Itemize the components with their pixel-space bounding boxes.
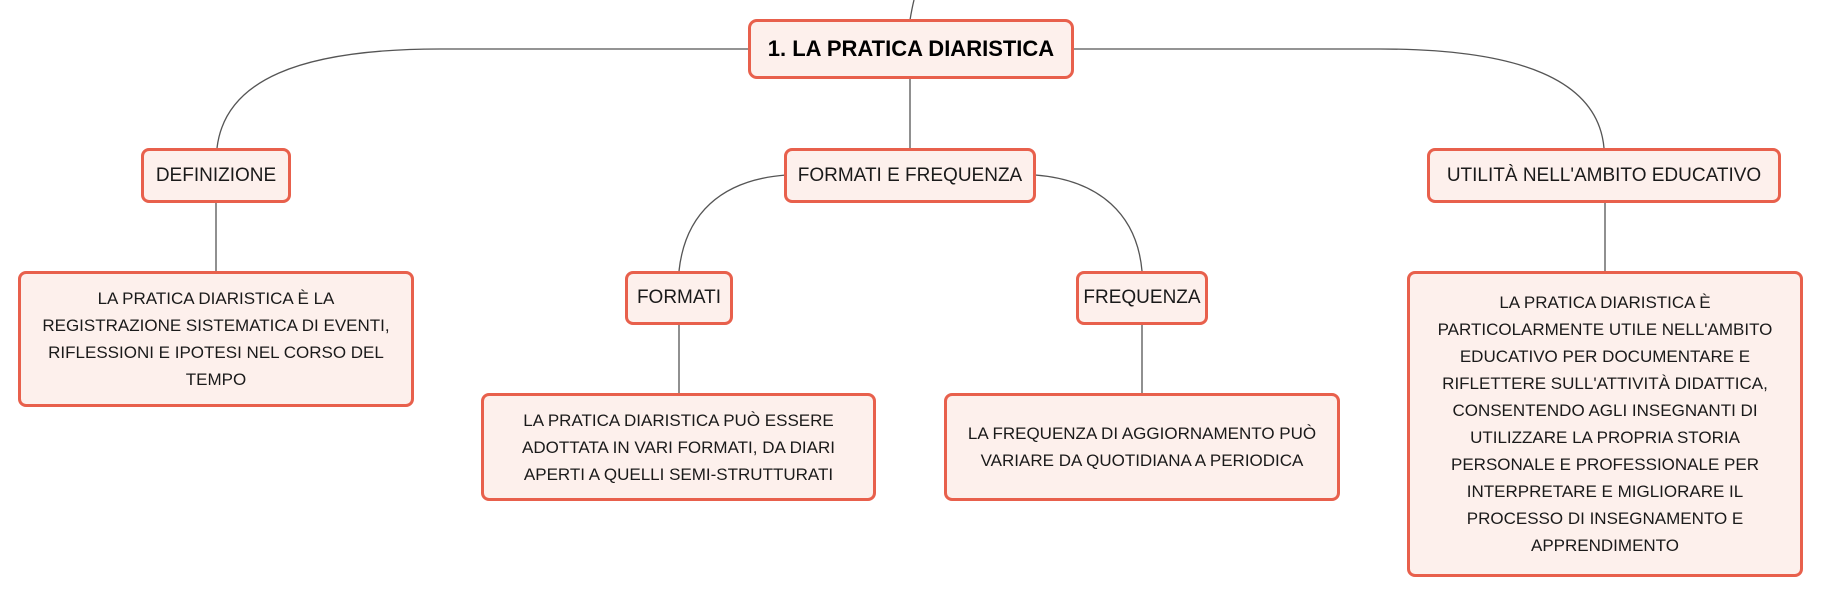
leaf-formati[interactable]: LA PRATICA DIARISTICA PUÒ ESSERE ADOTTAT…: [481, 393, 876, 501]
topic-frequenza[interactable]: FREQUENZA: [1076, 271, 1208, 325]
connector-root-parent: [909, 0, 915, 21]
topic-utilita-ambito-educativo[interactable]: UTILITÀ NELL'AMBITO EDUCATIVO: [1427, 148, 1781, 203]
connector-root-definizione: [216, 48, 750, 149]
topic-formati[interactable]: FORMATI: [625, 271, 733, 325]
topic-formati-e-frequenza[interactable]: FORMATI E FREQUENZA: [784, 148, 1036, 203]
connector-ff-frequenza: [1034, 174, 1143, 272]
root-topic[interactable]: 1. LA PRATICA DIARISTICA: [748, 19, 1074, 79]
connector-ff-formati: [678, 174, 787, 272]
leaf-definizione[interactable]: LA PRATICA DIARISTICA È LA REGISTRAZIONE…: [18, 271, 414, 407]
leaf-frequenza[interactable]: LA FREQUENZA DI AGGIORNAMENTO PUÒ VARIAR…: [944, 393, 1340, 501]
leaf-utilita[interactable]: LA PRATICA DIARISTICA È PARTICOLARMENTE …: [1407, 271, 1803, 577]
connector-root-utilita: [1072, 48, 1605, 149]
topic-definizione[interactable]: DEFINIZIONE: [141, 148, 291, 203]
